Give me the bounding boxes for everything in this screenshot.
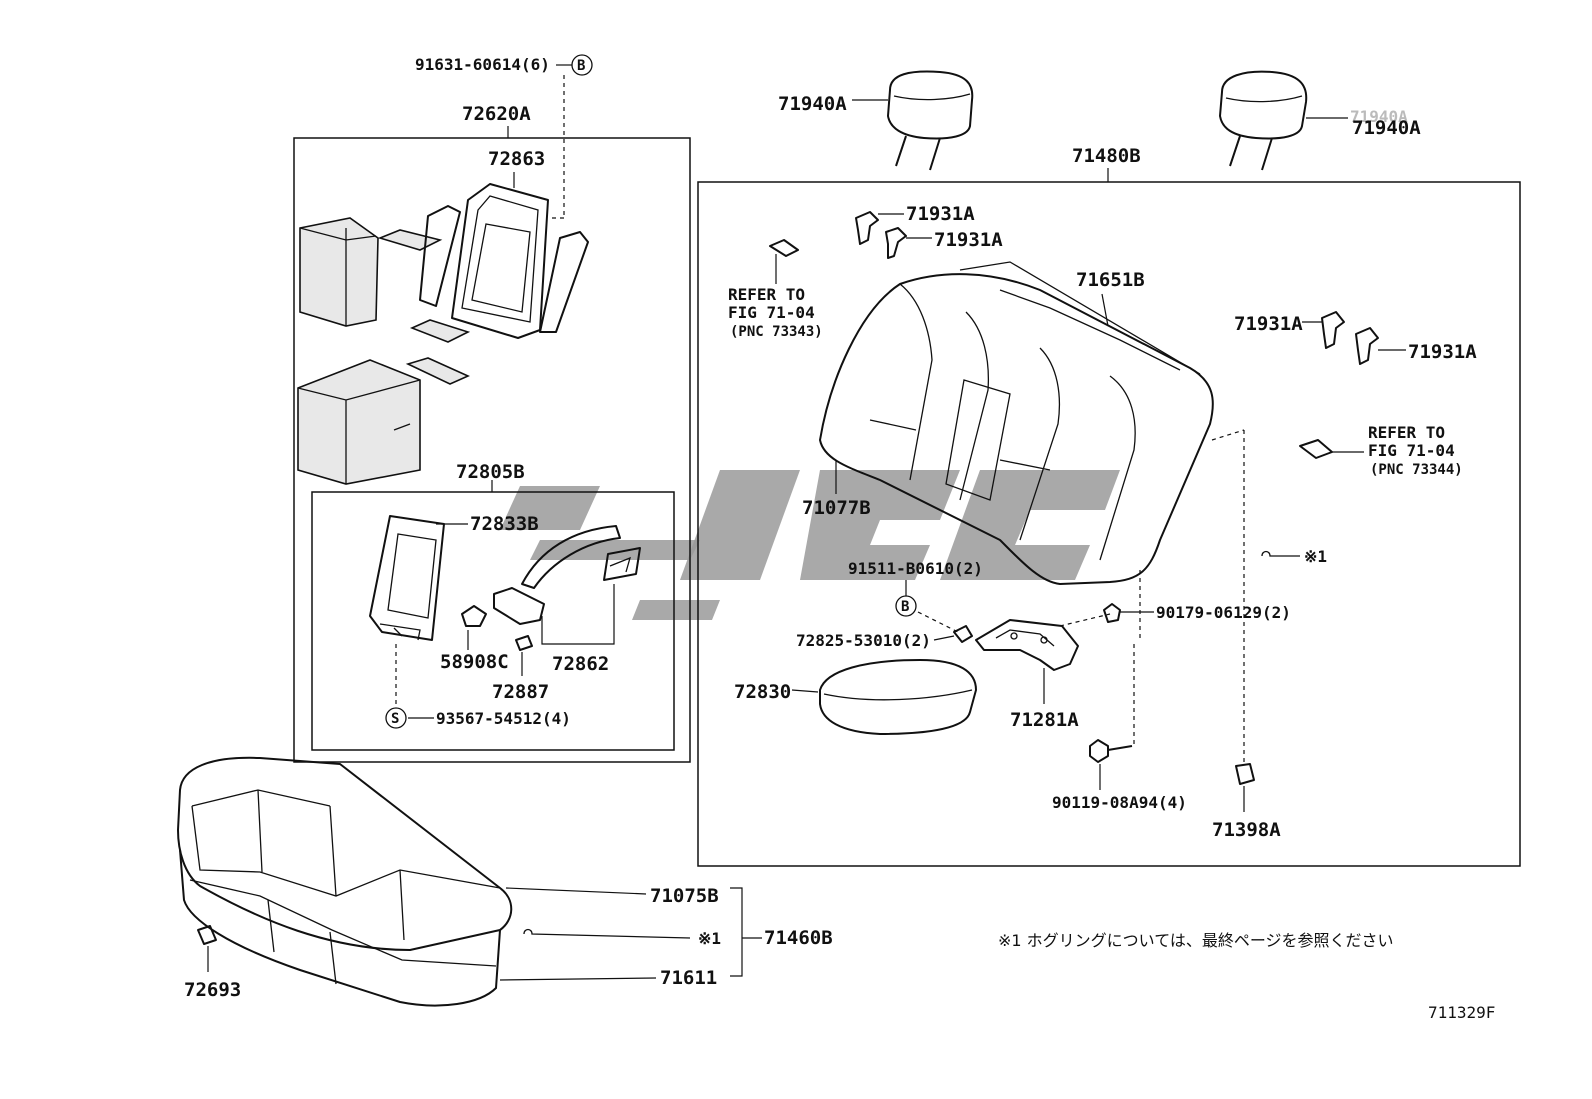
- seat-back: [819, 261, 1214, 585]
- label-back-cover: 71651B: [1076, 269, 1145, 291]
- label-strap: 72862: [552, 653, 609, 675]
- label-cushion-assy: 71460B: [764, 927, 833, 949]
- label-hook-bottom: 72693: [184, 979, 241, 1001]
- armrest-hinge: [461, 605, 487, 627]
- label-cushion-cover: 71075B: [650, 885, 719, 907]
- armrest-assembly-box: [293, 137, 691, 763]
- label-bolt-b: 91511-B0610(2): [848, 559, 983, 578]
- armrest-block-upper: [299, 217, 379, 327]
- marker-s-circle: [385, 707, 407, 729]
- seat-cushion: [177, 756, 513, 1007]
- armrest-block-lower: [297, 359, 421, 485]
- bolt-bottom: [1089, 739, 1109, 763]
- armrest-pad: [819, 659, 977, 735]
- armrest-strap: [521, 525, 621, 589]
- marker-b-circle: [895, 595, 917, 617]
- label-guide-3: 71931A: [1234, 313, 1303, 335]
- headrest-right: [1219, 70, 1308, 171]
- label-nut: 90179-06129(2): [1156, 603, 1291, 622]
- label-cushion-pad: 71611: [660, 967, 717, 989]
- cover-assembly-box: [311, 491, 675, 751]
- armrest-pad-small-2: [409, 319, 471, 343]
- label-back-pad: 71077B: [802, 497, 871, 519]
- label-headrest-left: 71940A: [778, 93, 847, 115]
- label-armrest: 72830: [734, 681, 791, 703]
- label-guide-1: 71931A: [906, 203, 975, 225]
- label-headrest-right-ghost: 71940A: [1350, 107, 1408, 126]
- label-back-assy: 71480B: [1072, 145, 1141, 167]
- marker-b-text: B: [901, 599, 909, 615]
- guide-top-2: [885, 227, 907, 259]
- label-cover-assy: 72805B: [456, 461, 525, 483]
- guide-right-2: [1355, 327, 1379, 365]
- label-bushing: 72825-53010(2): [796, 631, 931, 650]
- label-guide-4: 71931A: [1408, 341, 1477, 363]
- back-assembly-box: [697, 181, 1521, 867]
- refer-part-right: [1299, 439, 1333, 459]
- bushing: [953, 625, 973, 643]
- bracket: [975, 619, 1079, 671]
- label-bolt-top: 91631-60614(6): [415, 55, 550, 74]
- label-clip: 72887: [492, 681, 549, 703]
- label-hog-mark2: ※1: [698, 929, 721, 948]
- marker-s-text: S: [391, 711, 399, 727]
- armrest-frame: [451, 183, 549, 339]
- label-refer2-c: (PNC 73344): [1370, 462, 1463, 478]
- label-screw-s: 93567-54512(4): [436, 709, 571, 728]
- cushion-hook: [197, 925, 217, 945]
- guide-top-1: [855, 211, 879, 245]
- refer-part-left: [769, 239, 799, 257]
- label-hog-mark: ※1: [1304, 547, 1327, 566]
- armrest-clip: [515, 635, 533, 651]
- label-hinge: 58908C: [440, 651, 509, 673]
- label-hook: 71398A: [1212, 819, 1281, 841]
- label-refer2-a: REFER TO: [1368, 423, 1445, 442]
- hook: [1235, 763, 1255, 785]
- armrest-bracket-small: [493, 587, 545, 625]
- label-guide-2: 71931A: [934, 229, 1003, 251]
- armrest-assembly-group: 91631-60614(6) B 72620A 72863 72805B 728…: [293, 54, 691, 763]
- label-refer1-a: REFER TO: [728, 285, 805, 304]
- armrest-side-rail-right: [539, 231, 589, 333]
- label-bolt-bottom: 90119-08A94(4): [1052, 793, 1187, 812]
- label-bracket: 71281A: [1010, 709, 1079, 731]
- hog-ring-right: [1261, 550, 1300, 557]
- marker-b-top-text: B: [577, 58, 585, 74]
- label-armrest-assy: 72620A: [462, 103, 531, 125]
- pull-tab: [603, 547, 641, 581]
- armrest-lid: [369, 515, 445, 641]
- armrest-pad-small-1: [377, 229, 443, 251]
- label-refer1-b: FIG 71-04: [728, 303, 815, 322]
- footnote-hog-ring: ※1 ホグリングについては、最終ページを参照ください: [998, 931, 1394, 950]
- nut: [1103, 603, 1121, 623]
- diagram-id: 711329F: [1428, 1003, 1495, 1022]
- armrest-side-rail-left: [419, 205, 461, 307]
- label-refer1-c: (PNC 73343): [730, 324, 823, 340]
- hog-ring-bottom: [523, 928, 691, 939]
- label-refer2-b: FIG 71-04: [1368, 441, 1455, 460]
- label-headrest-right: 71940A: [1352, 117, 1421, 139]
- guide-right-1: [1321, 311, 1345, 349]
- label-frame: 72863: [488, 148, 545, 170]
- headrest-left: [887, 70, 974, 171]
- armrest-pad-small-3: [405, 357, 470, 385]
- label-lid: 72833B: [470, 513, 539, 535]
- marker-b-circle-top: [571, 54, 593, 76]
